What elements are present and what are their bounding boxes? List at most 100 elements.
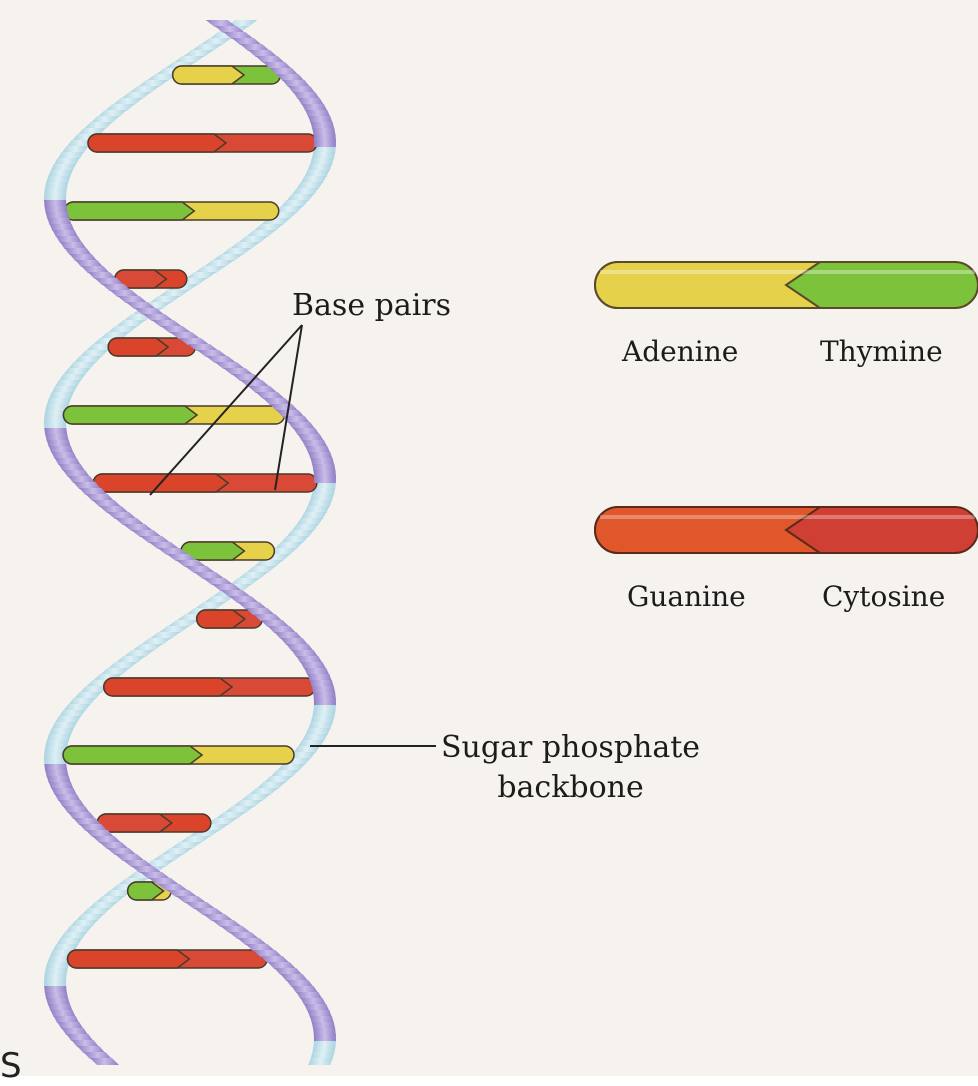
backbone-segment: [288, 86, 315, 93]
backbone-segment: [88, 272, 117, 279]
backbone-segment: [310, 158, 334, 165]
guanine-base: [108, 338, 168, 356]
backbone-segment: [55, 458, 81, 465]
backbone-segment: [60, 932, 87, 939]
backbone-segment: [287, 530, 314, 537]
backbone-segment: [203, 596, 234, 603]
backbone-segment: [301, 176, 327, 183]
adenine-base: [173, 66, 244, 84]
base-pair-rung: [173, 66, 281, 84]
backbone-segment: [298, 434, 324, 441]
backbone-segment: [240, 380, 270, 387]
backbone-segment: [248, 386, 278, 393]
backbone-segment: [63, 368, 90, 375]
backbone-segment: [232, 800, 262, 807]
backbone-segment: [223, 368, 253, 375]
backbone-segment: [276, 74, 304, 81]
backbone-segment: [46, 962, 70, 969]
backbone-segment: [44, 974, 67, 981]
backbone-segment: [140, 536, 171, 543]
backbone-segment: [230, 578, 260, 585]
backbone-segment: [312, 710, 335, 717]
backbone-segment: [48, 1004, 72, 1011]
backbone-segment: [59, 464, 85, 471]
backbone-segment: [56, 236, 82, 243]
backbone-segment: [200, 38, 231, 45]
backbone-segment: [185, 566, 216, 573]
backbone-segment: [107, 848, 137, 855]
base-pair-rung: [181, 542, 274, 560]
backbone-segment: [296, 992, 322, 999]
backbone-segment: [311, 122, 335, 129]
backbone-segment: [301, 512, 327, 519]
backbone-segment: [80, 350, 108, 357]
base-pair-rung: [68, 950, 268, 968]
backbone-segment: [194, 602, 225, 609]
backbone-segment: [314, 1034, 336, 1041]
backbone-segment: [194, 908, 225, 915]
base-pair-rung: [104, 678, 315, 696]
backbone-segment: [232, 38, 262, 45]
backbone-segment: [44, 980, 66, 987]
backbone-segment: [117, 296, 147, 303]
backbone-segment: [246, 566, 276, 573]
backbone-segment: [308, 452, 332, 459]
base-pair-rung: [64, 202, 278, 220]
backbone-segment: [203, 260, 234, 267]
thymine-base: [63, 406, 197, 424]
backbone-segment: [59, 374, 85, 381]
backbone-segment: [47, 734, 71, 741]
backbone-segment: [129, 86, 160, 93]
backbone-segment: [312, 1046, 335, 1053]
backbone-segment: [65, 248, 92, 255]
backbone-segment: [220, 926, 251, 933]
backbone-segment: [212, 254, 243, 261]
backbone-segment: [132, 644, 163, 651]
backbone-segment: [304, 506, 329, 513]
backbone-segment: [274, 968, 302, 975]
backbone-segment: [313, 1040, 335, 1047]
backbone-segment: [161, 326, 192, 333]
backbone-segment: [100, 668, 130, 675]
backbone-segment: [46, 212, 70, 219]
backbone-segment: [292, 188, 319, 195]
backbone-segment: [277, 764, 305, 771]
backbone-segment: [307, 674, 332, 681]
backbone-segment: [268, 962, 297, 969]
backbone-segment: [61, 1028, 88, 1035]
base-pair-rung: [93, 474, 317, 492]
backbone-segment: [140, 638, 171, 645]
backbone-segment: [44, 758, 66, 765]
backbone-segment: [143, 314, 174, 321]
backbone-segment: [60, 242, 87, 249]
base-pair-rung: [63, 406, 284, 424]
backbone-segment: [84, 122, 113, 129]
backbone-segment: [63, 470, 90, 477]
backbone-segment: [292, 986, 319, 993]
guanine-label: Guanine: [627, 580, 746, 613]
backbone-segment: [51, 788, 76, 795]
backbone-segment: [308, 116, 332, 123]
backbone-segment: [56, 938, 82, 945]
guanine-bar: [595, 507, 820, 553]
backbone-segment: [49, 392, 74, 399]
backbone-segment: [293, 428, 320, 435]
backbone-segment: [281, 536, 309, 543]
backbone-segment: [92, 836, 121, 843]
backbone-segment: [308, 722, 332, 729]
backbone-segment: [305, 110, 330, 117]
backbone-segment: [297, 182, 323, 189]
backbone-segment: [110, 290, 140, 297]
backbone-segment: [301, 998, 327, 1005]
backbone-segment: [312, 152, 335, 159]
guanine-base: [104, 678, 232, 696]
base-pair-rung: [97, 814, 211, 832]
page-letter: S: [0, 1046, 22, 1086]
backbone-segment: [301, 662, 327, 669]
backbone-segment: [287, 194, 314, 201]
backbone-segment: [215, 812, 246, 819]
backbone-segment: [238, 236, 268, 243]
backbone-segment: [55, 794, 81, 801]
backbone-segment: [63, 704, 90, 711]
backbone-segment: [298, 98, 324, 105]
